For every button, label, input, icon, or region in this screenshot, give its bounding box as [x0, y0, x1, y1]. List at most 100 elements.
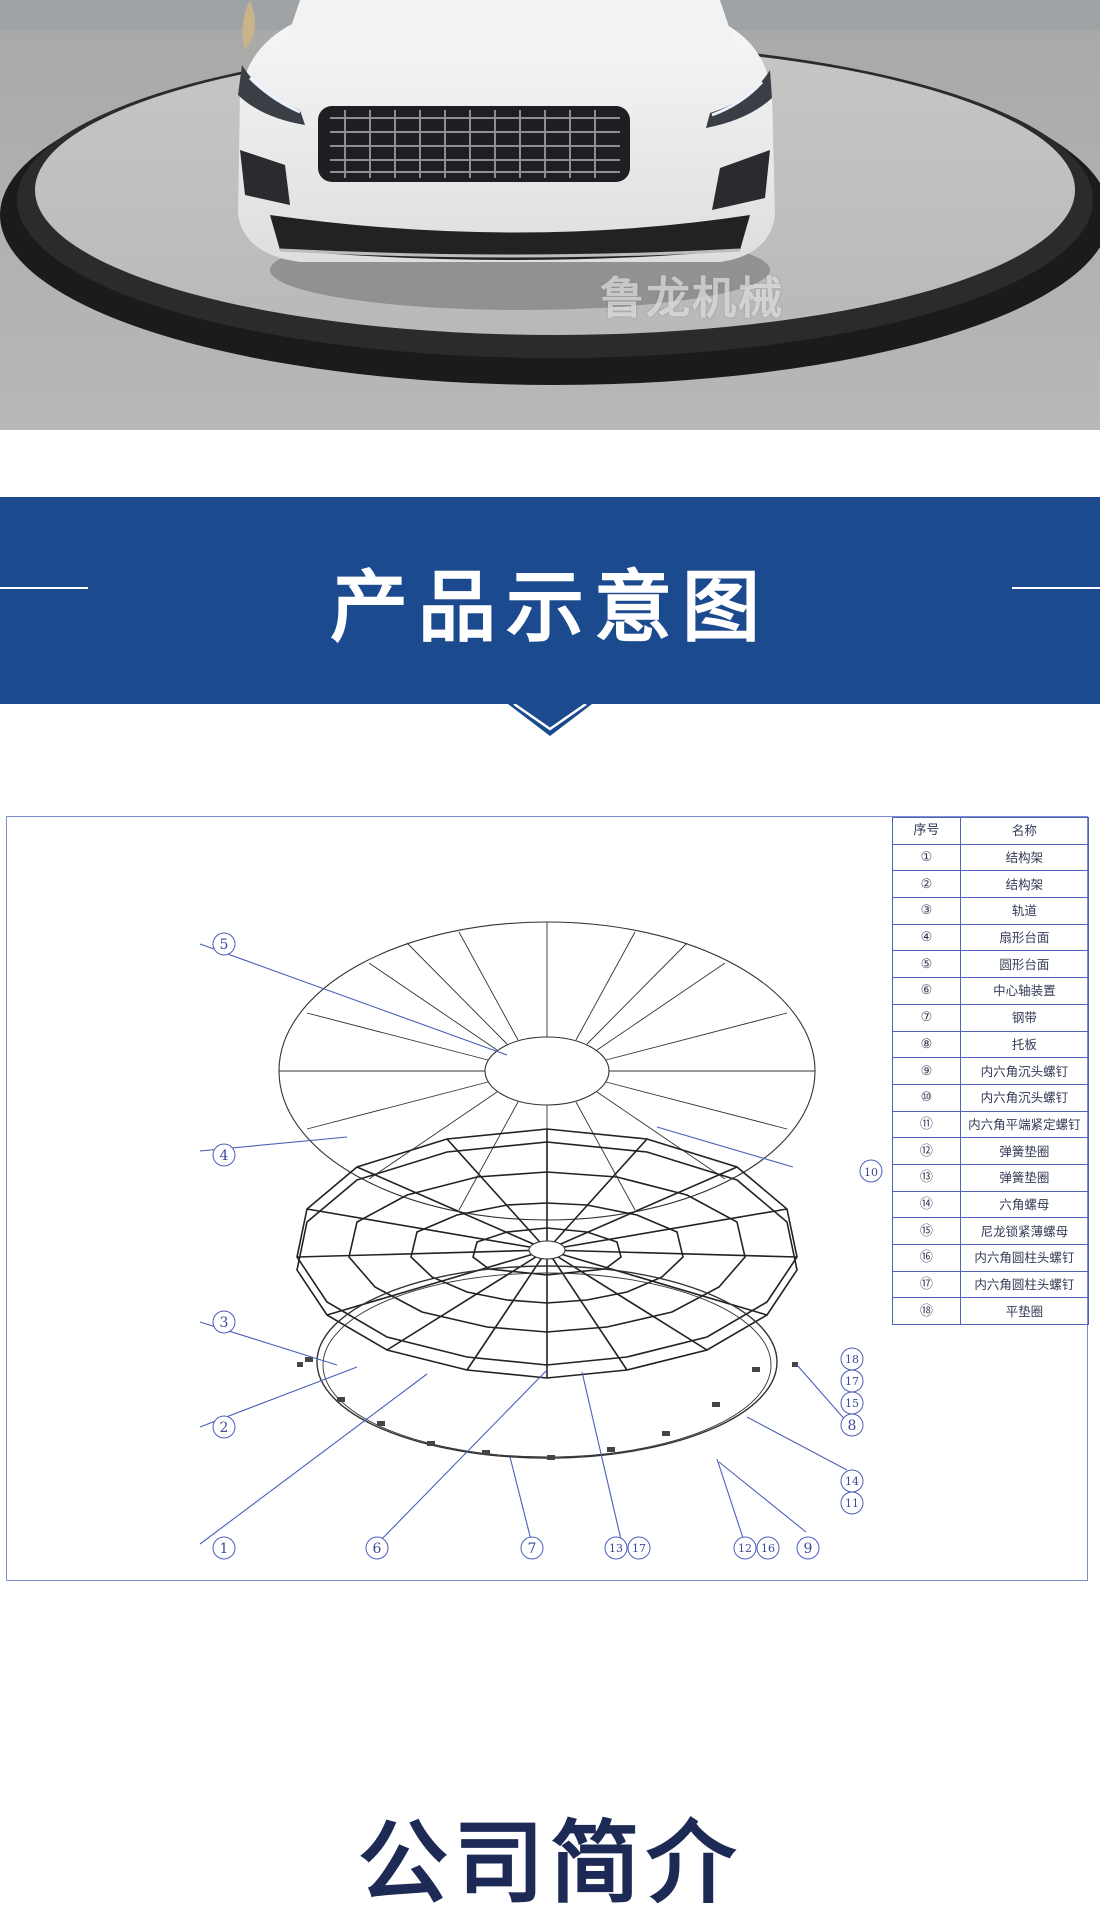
part-name: 轨道 [959, 897, 1090, 925]
parts-table-header: 序号 名称 [892, 817, 1090, 845]
part-name: 内六角沉头螺钉 [959, 1057, 1090, 1085]
svg-text:7: 7 [528, 1541, 537, 1557]
callout-2: 2 [212, 1415, 236, 1439]
header-name: 名称 [959, 817, 1090, 845]
chevron-down-icon [508, 704, 592, 736]
callout-15: 15 [840, 1391, 864, 1415]
part-number: ⑱ [892, 1297, 961, 1326]
part-name: 内六角圆柱头螺钉 [959, 1244, 1090, 1272]
svg-text:17: 17 [632, 1542, 646, 1555]
callout-13: 13 [604, 1536, 628, 1560]
part-number: ① [892, 843, 961, 872]
callout-9: 9 [796, 1536, 820, 1560]
turntable-exploded-diagram: 5 4 10 3 2 1 6 7 13 17 12 16 9 14 11 18 … [199, 921, 883, 1560]
callout-10: 10 [859, 1159, 883, 1183]
part-name: 结构架 [959, 843, 1090, 872]
hero-photo: 鲁龙机械 [0, 0, 1100, 430]
watermark-text: 鲁龙机械 [600, 273, 784, 324]
part-number: ③ [892, 897, 961, 925]
callout-16: 16 [756, 1536, 780, 1560]
svg-text:10: 10 [864, 1166, 878, 1179]
company-intro-title: 公司简介 [358, 1811, 742, 1916]
part-name: 结构架 [959, 870, 1090, 899]
part-number: ⑮ [892, 1217, 961, 1245]
part-number: ④ [892, 923, 961, 952]
callout-12: 12 [733, 1536, 757, 1560]
part-name: 弹簧垫圈 [959, 1137, 1090, 1165]
svg-text:11: 11 [845, 1497, 859, 1510]
svg-text:8: 8 [848, 1418, 857, 1434]
svg-text:13: 13 [609, 1542, 623, 1555]
part-number: ⑨ [892, 1057, 961, 1085]
svg-text:3: 3 [220, 1315, 229, 1331]
part-number: ⑩ [892, 1083, 961, 1112]
svg-text:2: 2 [220, 1420, 229, 1436]
part-number: ⑫ [892, 1137, 961, 1165]
part-name: 内六角圆柱头螺钉 [959, 1270, 1090, 1299]
part-name: 钢带 [959, 1003, 1090, 1032]
part-name: 六角螺母 [959, 1190, 1090, 1219]
callout-4: 4 [212, 1143, 236, 1167]
callout-7: 7 [520, 1536, 544, 1560]
part-name: 中心轴装置 [959, 977, 1090, 1005]
part-number: ② [892, 870, 961, 899]
section-title: 产品示意图 [329, 563, 770, 653]
callout-14: 14 [840, 1469, 864, 1493]
banner-divider-right [1012, 587, 1100, 589]
callout-3: 3 [212, 1310, 236, 1334]
callout-5: 5 [212, 932, 236, 956]
part-number: ⑦ [892, 1003, 961, 1032]
part-number: ⑥ [892, 977, 961, 1005]
svg-text:17: 17 [845, 1375, 859, 1388]
part-name: 扇形台面 [959, 923, 1090, 952]
section-banner: 产品示意图 [0, 497, 1100, 704]
svg-text:12: 12 [738, 1542, 752, 1555]
callout-8: 8 [840, 1413, 864, 1437]
part-name: 平垫圈 [959, 1297, 1090, 1326]
part-number: ⑭ [892, 1190, 961, 1219]
svg-text:6: 6 [373, 1541, 382, 1557]
svg-text:1: 1 [220, 1541, 229, 1557]
part-name: 圆形台面 [959, 950, 1090, 979]
banner-divider-left [0, 587, 88, 589]
part-number: ⑤ [892, 950, 961, 979]
part-name: 弹簧垫圈 [959, 1163, 1090, 1192]
svg-text:4: 4 [220, 1148, 229, 1164]
callout-1: 1 [212, 1536, 236, 1560]
part-number: ⑯ [892, 1244, 961, 1272]
car-on-turntable-image [0, 0, 1100, 430]
callout-17-bottom: 17 [627, 1536, 651, 1560]
svg-text:14: 14 [845, 1475, 859, 1488]
part-name: 尼龙锁紧薄螺母 [959, 1217, 1090, 1245]
part-name: 内六角沉头螺钉 [959, 1083, 1090, 1112]
callout-18: 18 [840, 1347, 864, 1371]
svg-text:16: 16 [761, 1542, 775, 1555]
svg-text:5: 5 [220, 937, 229, 953]
part-name: 内六角平端紧定螺钉 [959, 1110, 1090, 1139]
part-number: ⑰ [892, 1270, 961, 1299]
callout-6: 6 [365, 1536, 389, 1560]
callout-11: 11 [840, 1491, 864, 1515]
svg-text:9: 9 [804, 1541, 813, 1557]
part-number: ⑬ [892, 1163, 961, 1192]
product-schematic: 5 4 10 3 2 1 6 7 13 17 12 16 9 14 11 18 … [6, 816, 1090, 1581]
part-number: ⑧ [892, 1030, 961, 1059]
